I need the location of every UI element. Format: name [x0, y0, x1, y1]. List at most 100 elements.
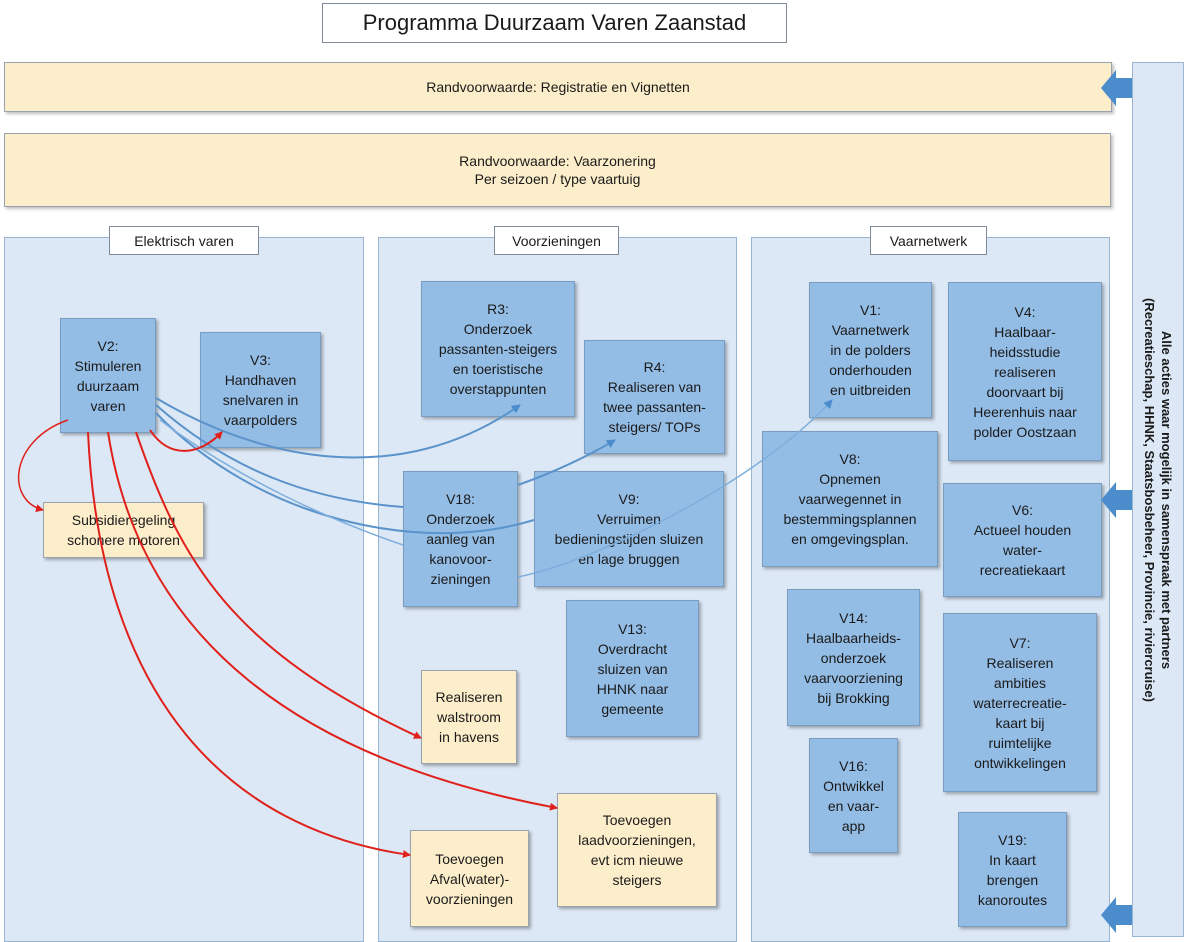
- box-v4-haalbaarheidsstudie-heerenhuis: V4: Haalbaar-heidsstudie realiseren doorvaa…: [948, 282, 1102, 461]
- box-v13-line-2: sluizen van: [597, 660, 668, 677]
- box-v1-line-2: in de polders: [830, 342, 911, 358]
- box-laad-line-3: steigers: [612, 872, 662, 888]
- box-v16-line-2: en vaar-: [827, 797, 880, 814]
- box-v6-line-2: water-: [1003, 542, 1042, 558]
- box-r4-line-0: R4:: [643, 359, 666, 375]
- box-v2-line-1: Stimuleren: [74, 357, 142, 374]
- box-v1-line-4: en uitbreiden: [830, 382, 911, 398]
- box-v3-line-0: V3:: [249, 352, 271, 368]
- box-afval-line-0: Toevoegen: [435, 850, 504, 867]
- box-v18-line-2: aanleg van: [426, 531, 495, 547]
- box-v3-line-2: snelvaren in: [222, 392, 299, 408]
- box-laad-line-0: Toevoegen: [602, 812, 672, 828]
- box-v1-line-3: onderhouden: [829, 362, 912, 378]
- box-subsidie-line-1: schonere motoren: [67, 532, 180, 548]
- box-v4-line-5: Heerenhuis naar: [973, 403, 1077, 420]
- partners-line2: (Recreatieschap, HHNK, Staatsbosbeheer, …: [1142, 297, 1158, 702]
- box-v13-line-0: V13:: [618, 620, 647, 637]
- box-afval-line-2: voorzieningen: [425, 890, 514, 907]
- box-v14-line-2: onderzoek: [820, 649, 887, 666]
- box-v16-line-1: Ontwikkel: [823, 777, 884, 794]
- box-r3-line-2: passanten-steigers: [438, 341, 558, 357]
- box-v7-line-4: kaart bij: [995, 714, 1045, 731]
- box-v7-line-1: Realiseren: [986, 654, 1054, 671]
- box-v19-line-0: V19:: [998, 831, 1027, 848]
- band-registratie: Randvoorwaarde: Registratie en Vignetten: [4, 62, 1112, 112]
- box-realiseren-walstroom: Realiseren walstroom in havens: [421, 670, 517, 764]
- partners-line1: Alle acties waar mogelijk in samenspraak…: [1159, 330, 1175, 669]
- box-r3-line-3: en toeristische: [452, 361, 544, 377]
- box-v7-line-0: V7:: [1009, 634, 1031, 651]
- box-v4-line-3: realiseren: [994, 363, 1056, 380]
- box-v6-waterrecreatiekaart: V6: Actueel houden water-recreatiekaart: [943, 483, 1102, 597]
- box-r3-line-1: Onderzoek: [463, 321, 533, 337]
- box-v1-line-1: Vaarnetwerk: [831, 322, 910, 338]
- box-afval-line-1: Afval(water)-: [429, 870, 510, 887]
- box-v14-brokking: V14: Haalbaarheids-onderzoek vaarvoorzieni…: [787, 589, 920, 726]
- box-v13-line-4: gemeente: [601, 700, 664, 717]
- box-v8-line-2: vaarwegennet in: [798, 491, 902, 507]
- box-v14-line-0: V14:: [839, 609, 868, 626]
- box-v3-line-1: Handhaven: [224, 372, 297, 388]
- box-r3-line-4: overstappunten: [449, 381, 547, 397]
- box-v13-line-1: Overdracht: [597, 640, 668, 657]
- box-v6-line-3: recreatiekaart: [979, 562, 1066, 578]
- box-v9-line-3: en lage bruggen: [578, 551, 680, 567]
- box-walstroom-line-1: walstroom: [437, 709, 501, 725]
- box-v14-line-4: bij Brokking: [817, 689, 890, 706]
- box-v9-line-0: V9:: [618, 491, 640, 507]
- box-laad-line-1: laadvoorzieningen,: [578, 832, 696, 848]
- box-v9-line-2: bedieningstijden sluizen: [554, 531, 704, 547]
- box-v4-line-1: Haalbaar-: [994, 323, 1056, 340]
- box-v3-handhaven-snelvaren: V3: Handhaven snelvaren in vaarpolders: [200, 332, 321, 448]
- box-v4-line-0: V4:: [1014, 303, 1036, 320]
- box-v14-line-1: Haalbaarheids-: [806, 629, 901, 646]
- box-v16-line-0: V16:: [839, 757, 868, 774]
- box-v8-line-3: bestemmingsplannen: [783, 511, 917, 527]
- column-header-vaarnetwerk: Vaarnetwerk: [870, 226, 987, 255]
- box-subsidieregeling: Subsidieregeling schonere motoren: [43, 502, 204, 558]
- box-r4-line-3: steigers/ TOPs: [608, 419, 701, 435]
- box-r4-line-2: twee passanten-: [603, 399, 706, 415]
- box-v14-line-3: vaarvoorziening: [804, 669, 903, 686]
- box-v19-line-2: brengen: [986, 871, 1039, 888]
- partners-sidebar-text: Alle acties waar mogelijk in samenspraak…: [1132, 62, 1184, 937]
- column-header-voorzieningen: Voorzieningen: [494, 226, 619, 255]
- box-r3-line-0: R3:: [487, 301, 509, 317]
- box-v18-line-3: kanovoor-: [429, 551, 492, 567]
- box-v9-line-1: Verruimen: [597, 511, 661, 527]
- box-v6-line-1: Actueel houden: [973, 522, 1072, 538]
- column-header-elektrisch: Elektrisch varen: [109, 226, 259, 255]
- box-v8-line-1: Opnemen: [819, 471, 881, 487]
- box-v6-line-0: V6:: [1011, 502, 1033, 518]
- box-v2-line-3: varen: [90, 397, 126, 414]
- diagram-title: Programma Duurzaam Varen Zaanstad: [322, 3, 787, 43]
- box-v4-line-2: heidsstudie: [989, 343, 1061, 360]
- box-v19-line-1: In kaart: [989, 851, 1036, 868]
- partners-sidebar: [1132, 62, 1184, 937]
- box-v16-line-3: app: [841, 817, 866, 834]
- box-v2-line-0: V2:: [97, 337, 119, 354]
- box-v3-line-3: vaarpolders: [223, 412, 298, 428]
- box-v4-line-6: polder Oostzaan: [973, 423, 1077, 440]
- box-v7-line-2: ambities: [993, 674, 1047, 691]
- box-v13-line-3: HHNK naar: [596, 680, 669, 697]
- box-laad-line-2: evt icm nieuwe: [590, 852, 684, 868]
- box-v4-line-4: doorvaart bij: [986, 383, 1064, 400]
- box-walstroom-line-0: Realiseren: [435, 689, 503, 705]
- box-v7-line-6: ontwikkelingen: [974, 754, 1066, 771]
- box-v2-stimuleren-duurzaam-varen: V2: Stimuleren duurzaam varen: [60, 318, 156, 433]
- box-subsidie-line-0: Subsidieregeling: [71, 512, 176, 528]
- box-v18-line-0: V18:: [446, 491, 475, 507]
- band-vaarzonering-line2: Per seizoen / type vaartuig: [474, 171, 641, 187]
- band-registratie-label: Randvoorwaarde: Registratie en Vignetten: [426, 79, 690, 95]
- box-walstroom-line-2: in havens: [439, 729, 499, 745]
- box-v2-line-2: duurzaam: [76, 377, 140, 394]
